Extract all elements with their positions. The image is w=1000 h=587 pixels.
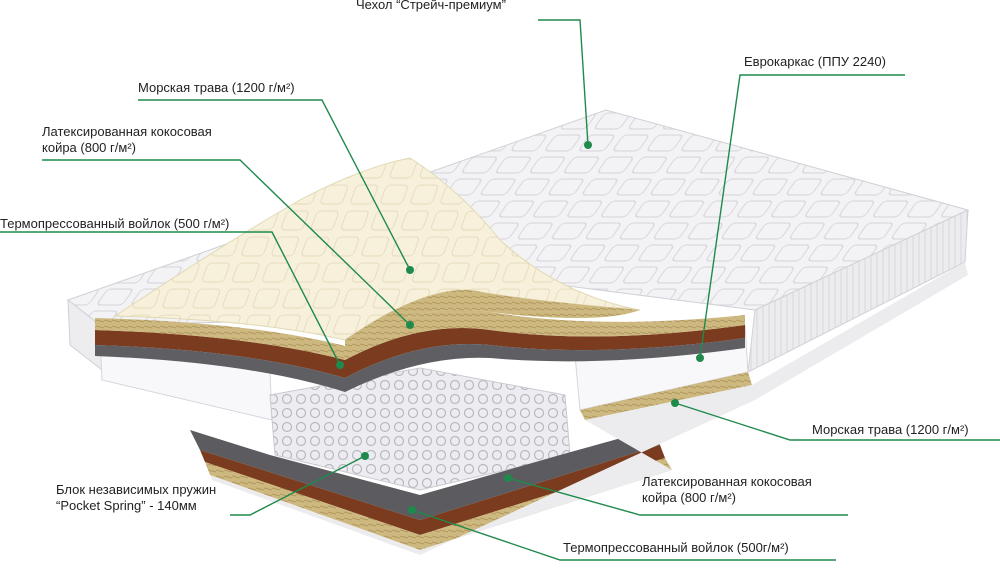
label-coir-top: Латексированная кокосовая койра (800 г/м… (42, 124, 212, 156)
label-seaweed-bottom: Морская трава (1200 г/м²) (812, 422, 969, 437)
dot-coir-bottom (504, 474, 512, 482)
coir-layer-top (95, 325, 745, 378)
label-coir-top-line2: койра (800 г/м²) (42, 140, 136, 155)
label-coir-bottom-line1: Латексированная кокосовая (642, 474, 812, 489)
label-coir-bottom: Латексированная кокосовая койра (800 г/м… (642, 474, 812, 506)
label-coir-bottom-line2: койра (800 г/м²) (642, 490, 736, 505)
leader-felt-bottom (411, 509, 836, 561)
label-springs: Блок независимых пружин “Pocket Spring” … (56, 482, 216, 514)
leader-seaweed-top (138, 99, 411, 271)
label-euroframe: Еврокаркас (ППУ 2240) (744, 54, 886, 69)
label-cover: Чехол “Стрейч-премиум” (356, 0, 506, 12)
leader-lines (0, 19, 1000, 561)
felt-layer-top (95, 338, 745, 392)
seaweed-side-strip (580, 372, 752, 420)
seaweed-layer-top (95, 309, 745, 360)
seaweed-under-flap (345, 289, 640, 346)
leader-seaweed-bottom (674, 402, 1000, 441)
leader-dots (336, 141, 704, 514)
dot-cover (584, 141, 592, 149)
label-felt-bottom: Термопрессованный войлок (500г/м²) (563, 540, 789, 555)
dot-felt-top (336, 361, 344, 369)
leader-coir-top (42, 159, 411, 326)
dot-seaweed-bottom (671, 399, 679, 407)
dot-seaweed-top (406, 266, 414, 274)
label-coir-top-line1: Латексированная кокосовая (42, 124, 212, 139)
leader-euroframe (699, 74, 905, 359)
seaweed-layer-bottom (205, 458, 672, 550)
felt-layer-bottom (190, 430, 660, 520)
dot-springs (361, 452, 369, 460)
dot-coir-top (406, 321, 414, 329)
leader-springs (230, 455, 366, 516)
peeled-cover-flap (113, 157, 641, 341)
leader-coir-bottom (507, 477, 848, 516)
label-seaweed-top: Морская трава (1200 г/м²) (138, 80, 295, 95)
leader-felt-top (0, 231, 341, 366)
leader-cover (538, 19, 589, 146)
label-felt-top: Термопрессованный войлок (500 г/м²) (0, 216, 230, 231)
dot-euroframe (696, 354, 704, 362)
label-springs-line2: “Pocket Spring” - 140мм (56, 498, 197, 513)
label-springs-line1: Блок независимых пружин (56, 482, 217, 497)
dot-felt-bottom (408, 506, 416, 514)
